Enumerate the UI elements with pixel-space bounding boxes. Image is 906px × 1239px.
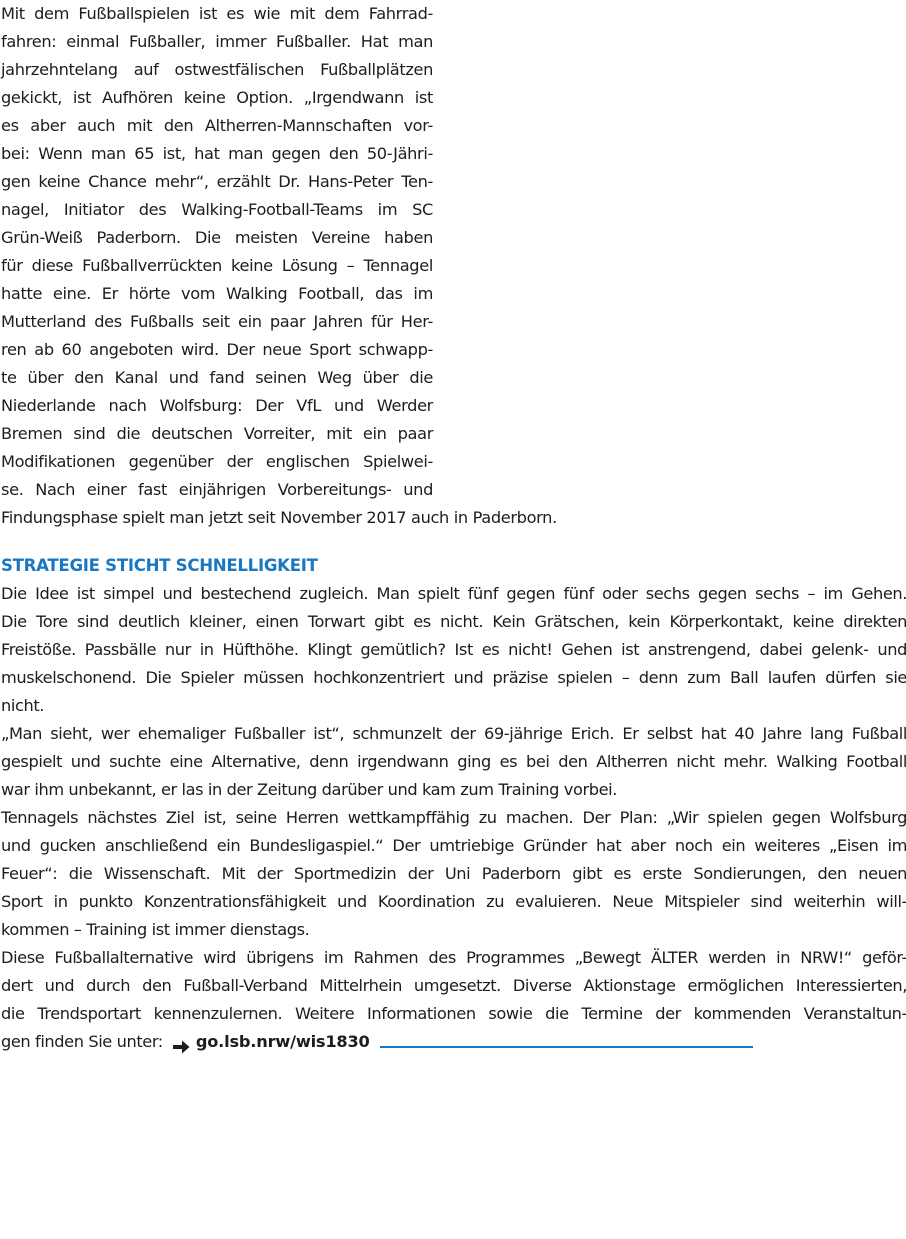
body-line: muskelschonend. Die Spieler müssen hochk… bbox=[1, 668, 906, 687]
intro-line: Mit dem Fußballspielen ist es wie mit de… bbox=[1, 4, 433, 23]
arrow-right-icon bbox=[172, 1035, 190, 1054]
link-prefix: gen finden Sie unter: bbox=[1, 1032, 163, 1051]
body-line: kommen – Training ist immer dienstags. bbox=[1, 920, 310, 939]
body-line: die Trendsportart kennenzulernen. Weiter… bbox=[1, 1004, 906, 1023]
body-line: Tennagels nächstes Ziel ist, seine Herre… bbox=[1, 808, 906, 827]
body-line: Die Tore sind deutlich kleiner, einen To… bbox=[1, 612, 906, 631]
body-line: Feuer“: die Wissenschaft. Mit der Sportm… bbox=[1, 864, 906, 883]
intro-line: Grün-Weiß Paderborn. Die meisten Vereine… bbox=[1, 228, 433, 247]
intro-line: te über den Kanal und fand seinen Weg üb… bbox=[1, 368, 433, 387]
intro-line: gekickt, ist Aufhören keine Option. „Irg… bbox=[1, 88, 433, 107]
intro-line: fahren: einmal Fußballer, immer Fußballe… bbox=[1, 32, 433, 51]
body-line: gespielt und suchte eine Alternative, de… bbox=[1, 752, 906, 771]
intro-line: es aber auch mit den Altherren-Mannschaf… bbox=[1, 116, 433, 135]
body-line: und gucken anschließend ein Bundesligasp… bbox=[1, 836, 906, 855]
section-body: STRATEGIE STICHT SCHNELLIGKEIT Die Idee … bbox=[1, 552, 906, 1056]
body-line: war ihm unbekannt, er las in der Zeitung… bbox=[1, 780, 617, 799]
intro-line: Mutterland des Fußballs seit ein paar Ja… bbox=[1, 312, 433, 331]
intro-line: Niederlande nach Wolfsburg: Der VfL und … bbox=[1, 396, 433, 415]
body-line: „Man sieht, wer ehemaliger Fußballer ist… bbox=[1, 724, 906, 743]
body-line: Diese Fußballalternative wird übrigens i… bbox=[1, 948, 906, 967]
intro-line: bei: Wenn man 65 ist, hat man gegen den … bbox=[1, 144, 433, 163]
body-line: Sport in punkto Konzentrationsfähigkeit … bbox=[1, 892, 906, 911]
body-line: nicht. bbox=[1, 696, 45, 715]
intro-line: jahrzehntelang auf ostwestfälischen Fußb… bbox=[1, 60, 433, 79]
intro-line: Bremen sind die deutschen Vorreiter, mit… bbox=[1, 424, 433, 443]
intro-line: nagel, Initiator des Walking-Football-Te… bbox=[1, 200, 433, 219]
intro-line: Modifikationen gegenüber der englischen … bbox=[1, 452, 433, 471]
intro-final-line: Findungsphase spielt man jetzt seit Nove… bbox=[1, 508, 557, 527]
link-line: gen finden Sie unter: go.lsb.nrw/wis1830 bbox=[1, 1028, 906, 1056]
accent-rule bbox=[379, 1046, 753, 1048]
intro-line: ren ab 60 angeboten wird. Der neue Sport… bbox=[1, 340, 433, 359]
body-line: Die Idee ist simpel und bestechend zugle… bbox=[1, 584, 906, 603]
intro-line: gen keine Chance mehr“, erzählt Dr. Hans… bbox=[1, 172, 433, 191]
intro-line: se. Nach einer fast einjährigen Vorberei… bbox=[1, 480, 433, 499]
body-line: Freistöße. Passbälle nur in Hüfthöhe. Kl… bbox=[1, 640, 906, 659]
intro-line: hatte eine. Er hörte vom Walking Footbal… bbox=[1, 284, 433, 303]
intro-column: Mit dem Fußballspielen ist es wie mit de… bbox=[1, 0, 557, 532]
intro-line: für diese Fußballverrückten keine Lösung… bbox=[1, 256, 433, 275]
link-url[interactable]: go.lsb.nrw/wis1830 bbox=[195, 1032, 370, 1051]
body-line: dert und durch den Fußball-Verband Mitte… bbox=[1, 976, 906, 995]
section-heading: STRATEGIE STICHT SCHNELLIGKEIT bbox=[1, 556, 318, 575]
